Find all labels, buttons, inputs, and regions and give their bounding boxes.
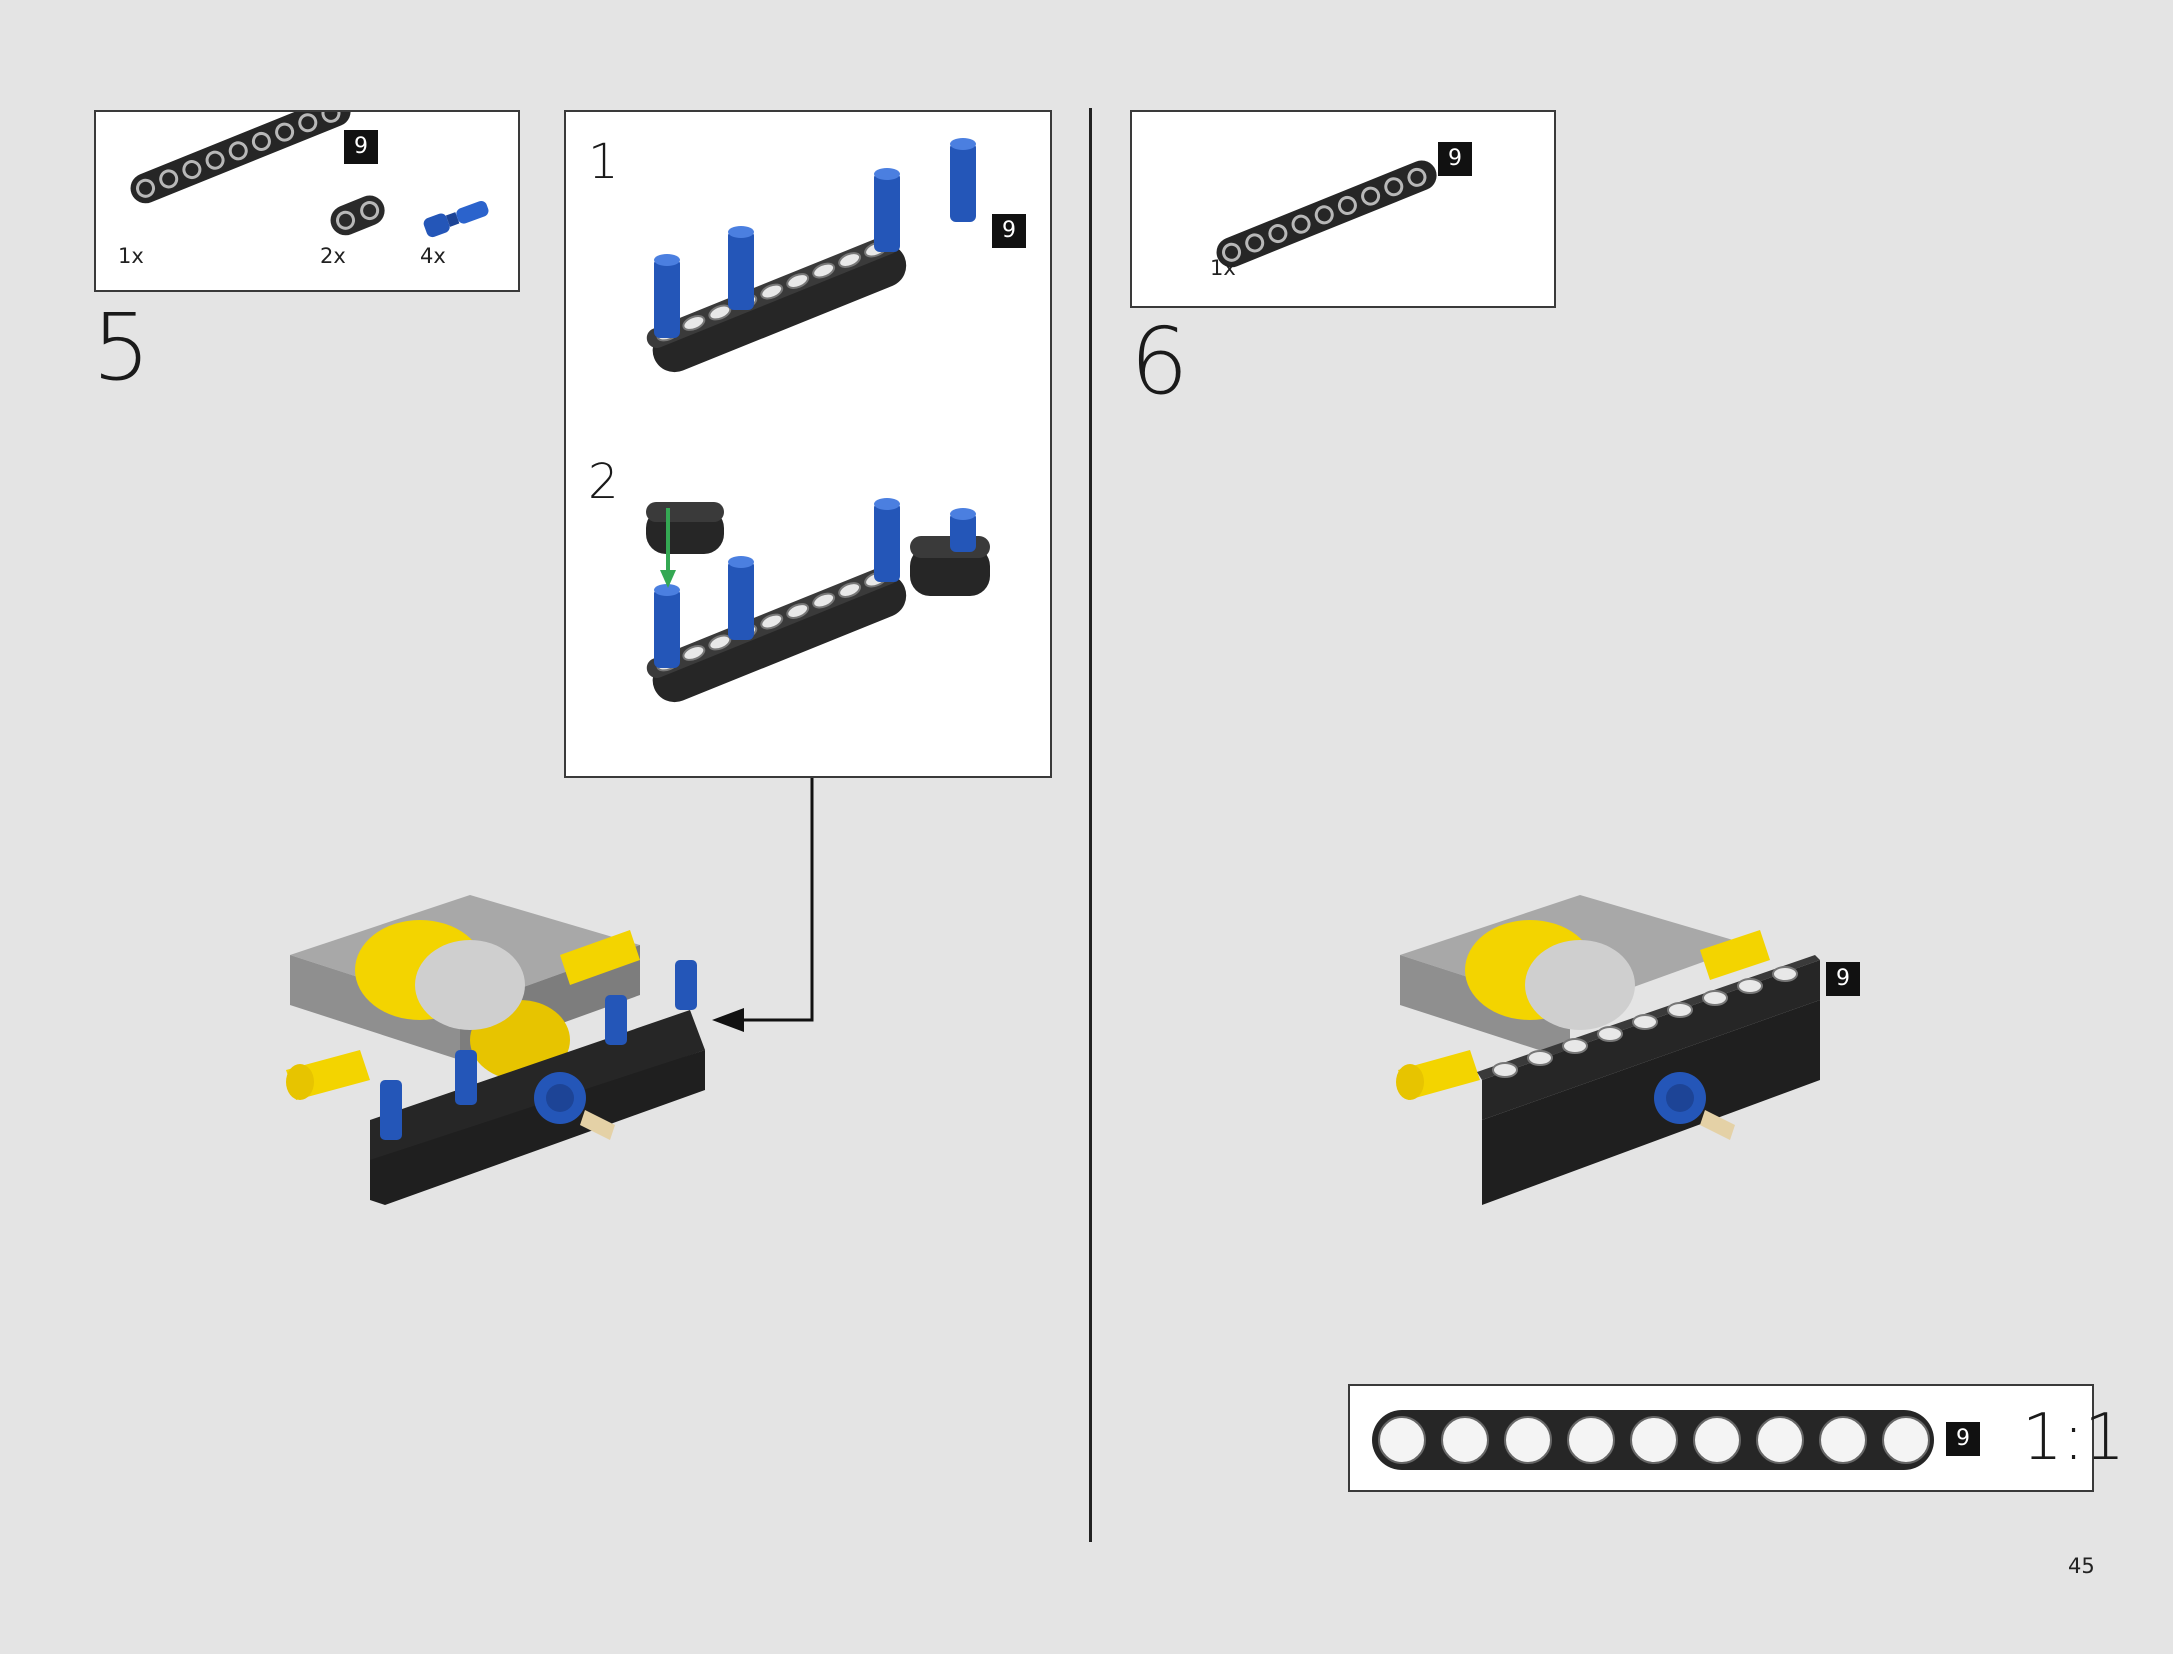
scale-reference-box: 9 1:1: [1348, 1384, 2125, 1492]
black-beam-9-icon: [130, 112, 351, 204]
beam-scale-icon: [1372, 1410, 1934, 1470]
substep-number: 1: [588, 134, 619, 190]
part-qty: 1x: [1210, 256, 1236, 280]
step5-parts-box: 9 1x 2x 4x: [94, 110, 520, 292]
page-number: 45: [2068, 1554, 2095, 1578]
part-qty: 1x: [118, 244, 144, 268]
step-number: 6: [1130, 308, 1189, 415]
scale-ratio: 1:1: [2022, 1401, 2125, 1475]
step-number: 5: [92, 294, 151, 401]
blue-pin-icon: [423, 200, 489, 238]
beam-with-pins-illustration: [646, 138, 976, 373]
part-qty: 4x: [420, 244, 446, 268]
parts-badge: 9: [344, 130, 378, 164]
model-badge: 9: [1826, 962, 1860, 996]
part-qty: 2x: [320, 244, 346, 268]
scale-badge: 9: [1946, 1422, 1980, 1456]
substep-badge: 9: [992, 214, 1026, 248]
black-beam-9-icon: [1216, 160, 1437, 268]
link-attach-illustration: [646, 498, 990, 703]
parts-badge: 9: [1438, 142, 1472, 176]
subassembly-box: 1 9 2: [564, 110, 1052, 778]
black-link-2-icon: [330, 195, 385, 236]
page-divider: [1089, 108, 1092, 1542]
substep-number: 2: [588, 454, 619, 510]
step6-parts-box: 9 1x: [1130, 110, 1556, 308]
